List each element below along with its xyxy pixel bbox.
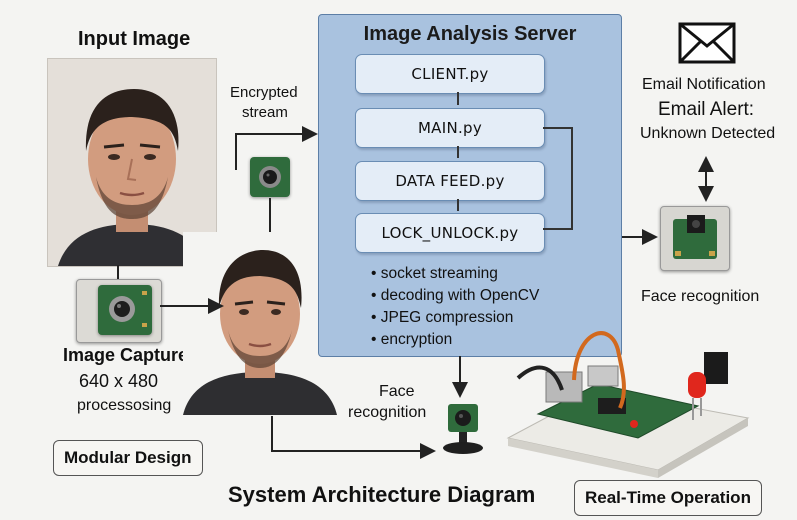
captured-face-photo bbox=[183, 232, 337, 415]
feature-jpeg: JPEG compression bbox=[371, 307, 539, 329]
realtime-badge: Real-Time Operation bbox=[574, 480, 762, 516]
image-analysis-server: Image Analysis Server CLIENT.py MAIN.py … bbox=[318, 14, 622, 357]
red-led-icon bbox=[684, 352, 730, 427]
face-recognition-bottom-line2: recognition bbox=[348, 404, 427, 421]
feature-decoding: decoding with OpenCV bbox=[371, 285, 540, 307]
camera-module-icon bbox=[98, 285, 152, 335]
feature-encryption: encryption bbox=[371, 329, 539, 351]
encrypted-label: Encrypted bbox=[230, 84, 298, 101]
module-main[interactable]: MAIN.py bbox=[355, 108, 545, 148]
modular-design-badge: Modular Design bbox=[53, 440, 203, 476]
image-capture-title: Image Capture bbox=[63, 345, 189, 365]
module-data-feed[interactable]: DATA FEED.py bbox=[355, 161, 545, 201]
module-client[interactable]: CLIENT.py bbox=[355, 54, 545, 94]
stream-label: stream bbox=[242, 104, 288, 121]
raspberry-pi-board-icon bbox=[498, 320, 758, 485]
face-recognition-device bbox=[660, 206, 730, 271]
module-lock-unlock[interactable]: LOCK_UNLOCK.py bbox=[355, 213, 545, 253]
server-title: Image Analysis Server bbox=[363, 23, 577, 45]
capture-resolution: 640 x 480 bbox=[79, 371, 159, 391]
unknown-detected-label: Unknown Detected bbox=[640, 125, 776, 142]
diagram-title: System Architecture Diagram bbox=[228, 482, 536, 507]
stand-camera-icon bbox=[438, 400, 488, 465]
face-recognition-bottom-line1: Face bbox=[379, 383, 415, 400]
email-alert-label: Email Alert: bbox=[658, 99, 755, 120]
stream-camera-icon bbox=[250, 157, 290, 197]
feature-socket-streaming: socket streaming bbox=[371, 263, 539, 285]
server-features: socket streaming decoding with OpenCV JP… bbox=[371, 263, 540, 351]
capture-caption: processosing bbox=[77, 397, 172, 414]
envelope-icon bbox=[678, 22, 736, 69]
input-image-title: Input Image bbox=[78, 28, 191, 50]
face-recognition-right-label: Face recognition bbox=[641, 288, 760, 305]
email-notification-label: Email Notification bbox=[642, 76, 766, 93]
